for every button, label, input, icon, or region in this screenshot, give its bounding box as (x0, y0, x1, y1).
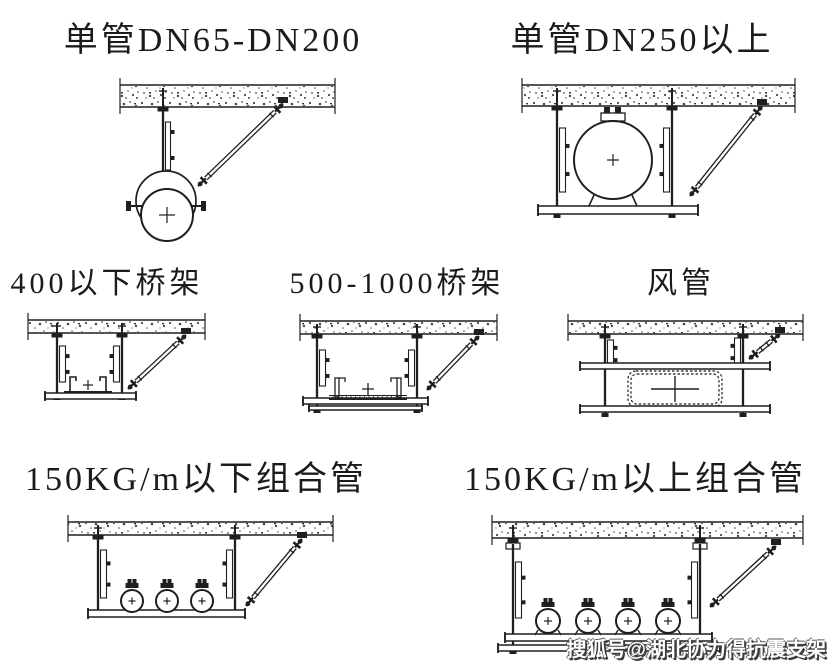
diagonal-brace (426, 329, 484, 391)
panel-title-combined-pipes-above-150kg: 150KG/m以上组合管 (464, 461, 806, 498)
trapeze-post (53, 333, 70, 400)
diagram-cable-tray-500-1000 (299, 314, 498, 413)
watermark-sohu-account: 搜狐号@湖北协力得抗震支架 (566, 639, 826, 661)
diagonal-brace (245, 532, 307, 607)
ceiling-slab (491, 515, 804, 545)
diagonal-brace (197, 97, 288, 187)
pipe-saddle (654, 629, 682, 636)
pipe-clamp (195, 579, 209, 588)
channel-bar (537, 204, 699, 216)
trapeze-post (687, 544, 704, 654)
cable-tray (64, 376, 112, 393)
panel-title-single-pipe-dn250-above: 单管DN250以上 (510, 22, 774, 59)
pipe-clamp (541, 598, 555, 607)
trapeze-post (404, 334, 421, 413)
diagram-combined-pipes-above-150kg (491, 515, 804, 654)
panel-title-cable-tray-500-1000: 500-1000桥架 (289, 267, 505, 300)
pipe-saddle (614, 629, 642, 636)
trapeze-post (313, 334, 330, 413)
channel-bar (308, 404, 423, 412)
cable-tray (329, 377, 407, 400)
trapeze-post (730, 334, 747, 417)
pipe (535, 608, 561, 634)
pipe-clamp (600, 107, 626, 122)
trapeze-post (222, 535, 239, 617)
pipe (575, 608, 601, 634)
channel-bar (579, 361, 771, 371)
channel-bar (504, 632, 713, 643)
channel-bar (302, 396, 429, 406)
pipe-clamp (160, 579, 174, 588)
pipe (615, 608, 641, 634)
trapeze-post (109, 333, 126, 400)
ceiling-slab (299, 314, 498, 341)
channel-bar (497, 643, 721, 653)
diagram-single-pipe-dn65-dn200 (119, 78, 336, 242)
trapeze-post (94, 535, 111, 617)
trapeze-post (659, 106, 676, 218)
panel-title-combined-pipes-below-150kg: 150KG/m以下组合管 (25, 461, 367, 498)
pipe-saddle (588, 194, 638, 207)
pipe (573, 120, 653, 200)
pipe-saddle (534, 629, 562, 636)
diagram-cable-tray-below-400 (27, 313, 206, 401)
trapeze-post (509, 544, 526, 654)
pipe (190, 589, 214, 613)
trapeze-post (601, 334, 618, 417)
pipe-clamp (621, 598, 635, 607)
ceiling-slab (119, 78, 336, 114)
panel-title-air-duct: 风管 (647, 267, 715, 300)
diagram-combined-pipes-below-150kg (67, 515, 334, 619)
diagram-air-duct (567, 314, 804, 417)
pipe-clamp (661, 598, 675, 607)
pipe-clamp (581, 598, 595, 607)
trapeze-post (553, 106, 570, 218)
diagonal-brace (748, 327, 785, 360)
channel-bar (579, 404, 771, 414)
pipe (120, 589, 144, 613)
ceiling-slab (67, 515, 334, 542)
anchor-bolt (505, 525, 521, 550)
panel-title-cable-tray-below-400: 400以下桥架 (10, 267, 204, 300)
diagram-single-pipe-dn250-above (521, 78, 796, 218)
diagonal-brace (689, 99, 767, 197)
diagonal-brace (127, 328, 191, 390)
pipe (655, 608, 681, 634)
diagonal-brace (709, 539, 781, 608)
panel-title-single-pipe-dn65-dn200: 单管DN65-DN200 (63, 22, 363, 59)
ceiling-slab (521, 78, 796, 113)
air-duct (627, 370, 723, 408)
pipe-saddle (574, 629, 602, 636)
pipe-clamp (125, 579, 139, 588)
pipe (140, 188, 194, 242)
pipe (155, 589, 179, 613)
